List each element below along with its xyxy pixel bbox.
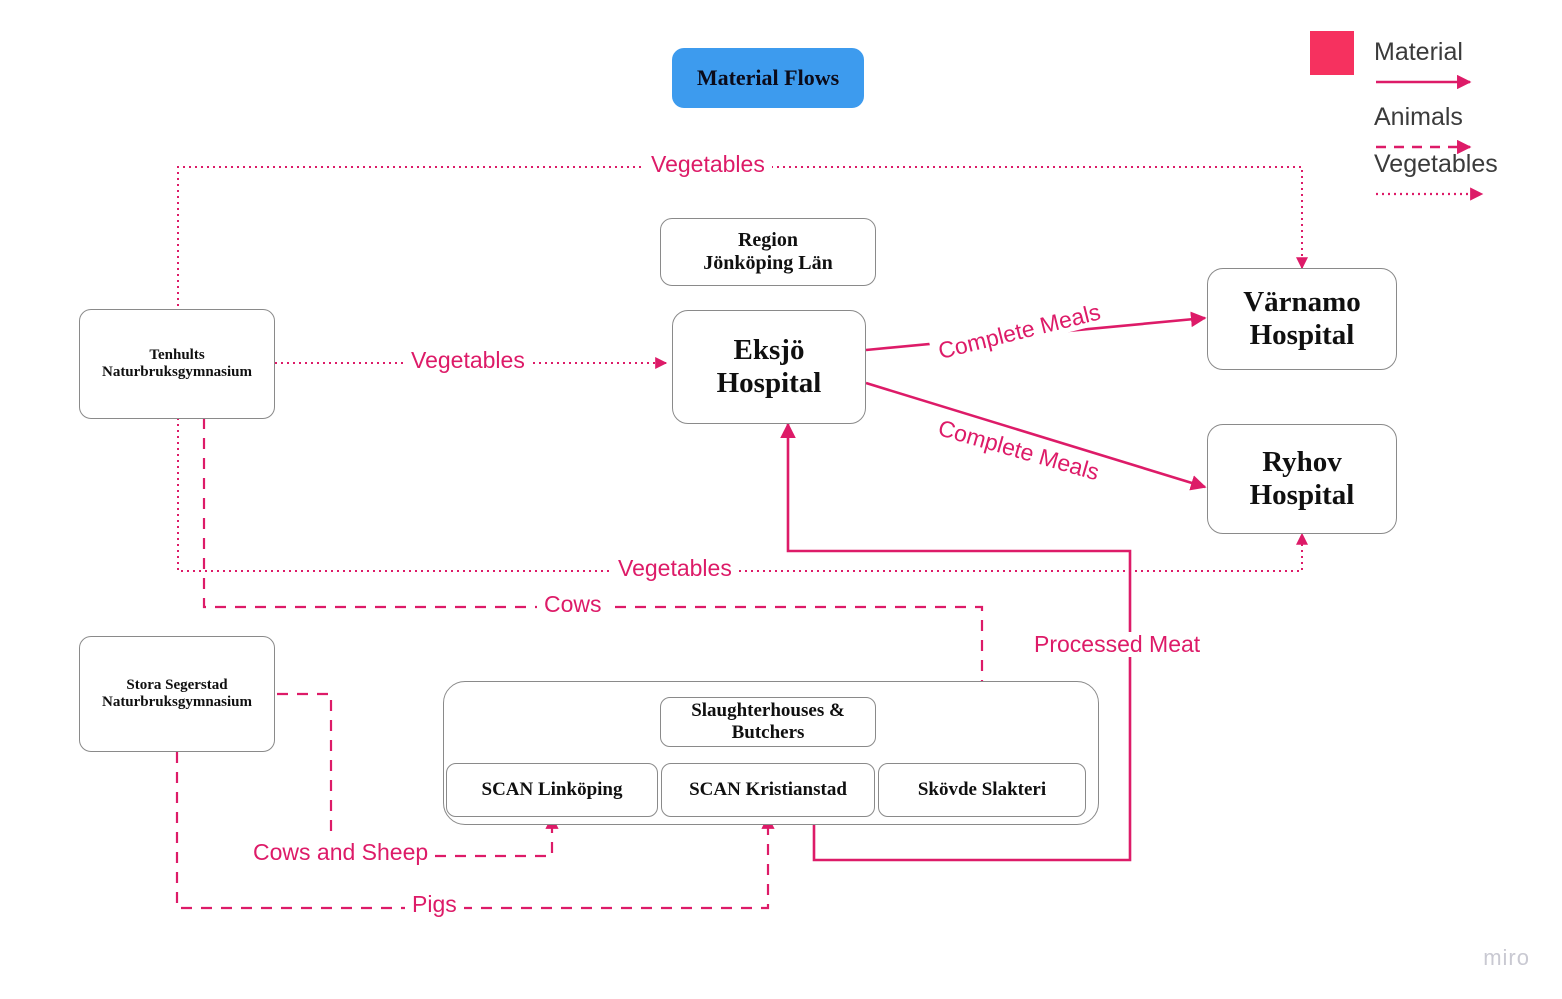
legend-label: Material — [1374, 38, 1463, 66]
legend-line-dotted-icon — [1376, 187, 1484, 201]
node-label: Skövde Slakteri — [917, 779, 1047, 801]
node-label: Stora Segerstad Naturbruksgymnasium — [101, 676, 253, 710]
legend-item-material: Material — [1374, 38, 1486, 96]
node-tenhults-naturbruksgymnasium[interactable]: Tenhults Naturbruksgymnasium — [79, 309, 275, 419]
legend-item-vegetables: Vegetables — [1374, 150, 1499, 208]
node-skovde-slakteri[interactable]: Skövde Slakteri — [878, 763, 1086, 817]
node-stora-segerstad-naturbruksgymnasium[interactable]: Stora Segerstad Naturbruksgymnasium — [79, 636, 275, 752]
node-label: Ryhov Hospital — [1249, 445, 1355, 511]
node-ryhov-hospital[interactable]: Ryhov Hospital — [1207, 424, 1397, 534]
node-varnamo-hospital[interactable]: Värnamo Hospital — [1207, 268, 1397, 370]
node-eksjo-hospital[interactable]: Eksjö Hospital — [672, 310, 866, 424]
edge-complete-meals-ryhov — [865, 381, 1207, 491]
node-region-jonkoping-lan[interactable]: Region Jönköping Län — [660, 218, 876, 286]
edge-veg-low — [177, 418, 1308, 572]
diagram-title: Material Flows — [672, 48, 864, 108]
legend-line-dashed-icon — [1376, 139, 1472, 155]
edge-label-cows: Cows — [537, 591, 609, 618]
node-label: SCAN Linköping — [481, 779, 623, 801]
node-label: Slaughterhouses & Butchers — [691, 700, 845, 743]
node-label: Värnamo Hospital — [1243, 285, 1361, 351]
edge-label-processed-meat: Processed Meat — [1027, 631, 1208, 658]
legend: Material Animals Vegetables — [1310, 28, 1550, 201]
edge-label-veg-mid: Vegetables — [404, 347, 532, 374]
edge-label-cows-and-sheep: Cows and Sheep — [246, 839, 436, 866]
legend-swatch — [1310, 31, 1354, 75]
node-label: Tenhults Naturbruksgymnasium — [101, 346, 253, 380]
edge-label-complete-meals-varnamo: Complete Meals — [928, 297, 1110, 366]
node-label: SCAN Kristianstad — [689, 779, 847, 801]
miro-watermark: miro — [1483, 945, 1530, 970]
legend-line-solid-icon — [1376, 74, 1472, 90]
legend-label: Animals — [1374, 103, 1463, 131]
edge-label-complete-meals-ryhov: Complete Meals — [928, 413, 1109, 488]
node-label: Eksjö Hospital — [716, 333, 822, 399]
node-slaughterhouses-and-butchers[interactable]: Slaughterhouses & Butchers — [660, 697, 876, 747]
legend-label: Vegetables — [1374, 150, 1498, 178]
node-scan-kristianstad[interactable]: SCAN Kristianstad — [661, 763, 875, 817]
legend-item-animals: Animals — [1374, 103, 1486, 161]
edge-label-veg-low: Vegetables — [611, 555, 739, 582]
edge-label-pigs: Pigs — [405, 891, 464, 918]
node-scan-linkoping[interactable]: SCAN Linköping — [446, 763, 658, 817]
edge-label-veg-top: Vegetables — [644, 151, 772, 178]
node-label: Region Jönköping Län — [703, 229, 833, 274]
